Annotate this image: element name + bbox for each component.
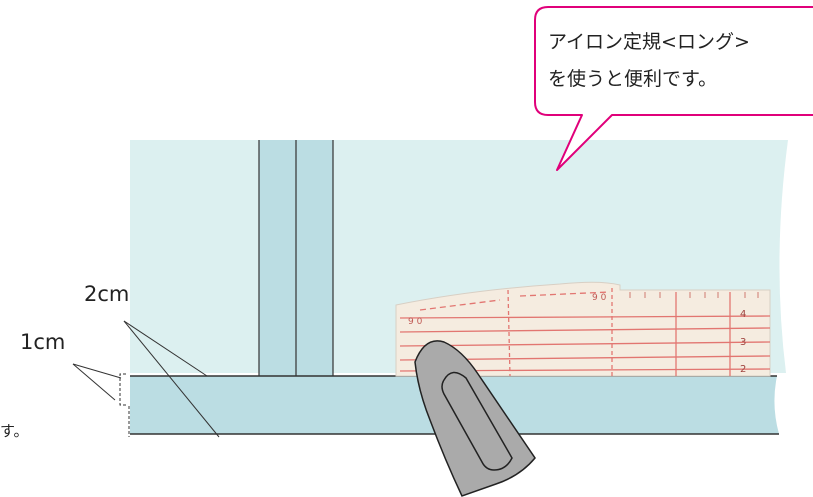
cropped-caption-text: す。 (0, 422, 29, 440)
callout-line-2: を使うと便利です。 (548, 68, 718, 90)
callout-text: アイロン定規<ロング> を使うと便利です。 (548, 24, 813, 98)
ruler-number-3: 3 (740, 337, 746, 348)
ruler-number-4: 4 (740, 309, 746, 320)
speech-bubble-icon (534, 6, 813, 171)
iron-icon (414, 340, 536, 497)
dimension-1cm-leaders (72, 363, 130, 437)
ruler-top-mark-1: 9 0 (408, 317, 423, 327)
ruler-top-mark-2: 9 0 (592, 293, 607, 303)
vertical-seam (258, 140, 334, 376)
label-2cm: 2cm (84, 282, 130, 306)
ironing-ruler-icon: 9 0 9 0 4 3 2 (395, 281, 771, 377)
callout-line-1: アイロン定規<ロング> (548, 31, 750, 53)
label-1cm: 1cm (20, 330, 66, 354)
dimension-2cm-leaders (123, 320, 220, 438)
ruler-number-2: 2 (740, 364, 746, 375)
